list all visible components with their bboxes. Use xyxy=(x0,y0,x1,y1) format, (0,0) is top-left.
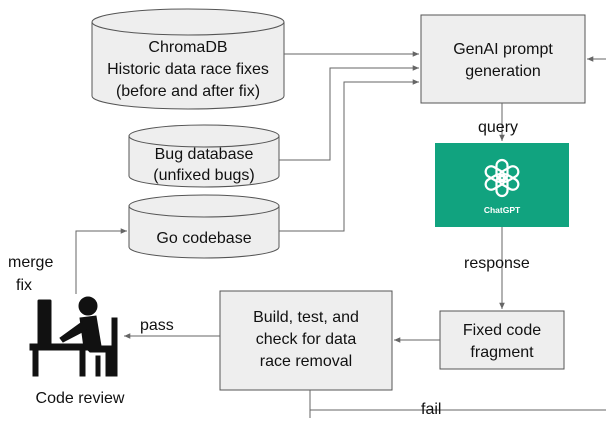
chromadb-title: ChromaDB xyxy=(148,39,227,56)
chromadb-note: (before and after fix) xyxy=(116,83,260,100)
genai-prompt-line1: GenAI prompt xyxy=(453,41,553,58)
code-reviewer-person-icon xyxy=(29,296,118,377)
response-label: response xyxy=(464,255,530,272)
openai-logo-icon xyxy=(484,158,520,198)
build-test-line2: check for data xyxy=(256,331,357,348)
fixed-code-line1: Fixed code xyxy=(463,322,541,339)
genai-prompt-box: GenAI prompt generation xyxy=(420,14,586,104)
query-label: query xyxy=(478,119,518,136)
build-test-line1: Build, test, and xyxy=(253,309,359,326)
edge-codebase-to-genai xyxy=(279,79,419,232)
go-codebase-title: Go codebase xyxy=(156,230,251,247)
genai-prompt-line2: generation xyxy=(465,63,541,80)
bug-database-title: Bug database xyxy=(155,146,254,163)
merge-label: merge xyxy=(8,254,53,271)
chromadb-cylinder: ChromaDB Historic data race fixes (befor… xyxy=(91,8,285,110)
edge-bugdb-to-genai xyxy=(279,65,419,161)
code-review-caption: Code review xyxy=(36,390,125,407)
go-codebase-cylinder: Go codebase xyxy=(128,194,280,259)
fixed-code-box: Fixed code fragment xyxy=(439,310,565,370)
chatgpt-box: ChatGPT xyxy=(435,143,569,227)
build-test-line3: race removal xyxy=(260,353,352,370)
chatgpt-label: ChatGPT xyxy=(484,205,521,215)
pass-label: pass xyxy=(140,317,174,334)
bug-database-desc: (unfixed bugs) xyxy=(153,167,254,184)
fail-label: fail xyxy=(421,401,441,418)
fix-label: fix xyxy=(16,277,32,294)
connectors xyxy=(75,51,606,418)
fixed-code-line2: fragment xyxy=(470,344,534,361)
build-test-box: Build, test, and check for data race rem… xyxy=(219,290,393,391)
edge-review-to-codebase xyxy=(75,228,127,294)
chromadb-desc: Historic data race fixes xyxy=(107,61,269,78)
bug-database-cylinder: Bug database (unfixed bugs) xyxy=(128,124,280,188)
